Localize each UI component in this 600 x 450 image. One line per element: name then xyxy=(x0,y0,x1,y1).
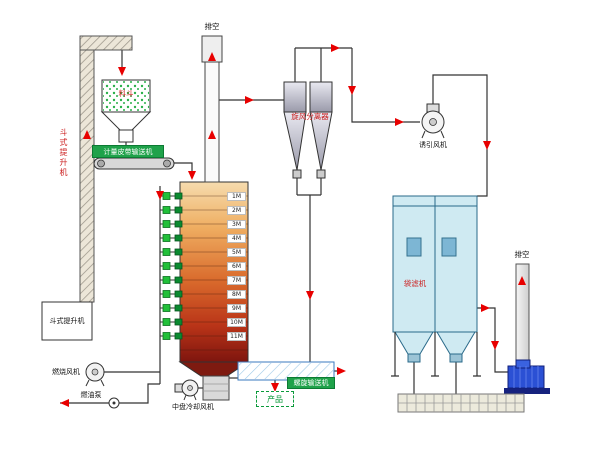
tower-level-label: 2M xyxy=(227,206,246,215)
vent-stack-top xyxy=(201,35,223,63)
arrow-down-to-exhaust-fan xyxy=(491,341,499,350)
cyclone-valve-left xyxy=(292,169,302,179)
arrow-to-id-fan xyxy=(395,118,404,126)
combustion-fan-group xyxy=(85,362,105,387)
tower-level-label: 3M xyxy=(227,220,246,229)
bucket-elevator-side-label: 斗式提升机 xyxy=(59,128,68,178)
cyclone-separator-label: 旋风分离器 xyxy=(291,112,329,121)
arrow-duct-up xyxy=(208,130,216,139)
fuel-line-group xyxy=(108,397,120,409)
induced-draft-fan-group xyxy=(421,103,445,139)
arrow-down-to-fan-line xyxy=(348,86,356,95)
bag-filter-door-right xyxy=(441,237,457,257)
bucket-elevator-column xyxy=(79,35,95,303)
flow-arrows-group xyxy=(60,44,526,407)
bag-filter-group xyxy=(391,195,481,377)
bag-filter-label: 袋滤机 xyxy=(403,279,427,288)
burner-valves xyxy=(162,192,171,340)
arrow-conveyor-out xyxy=(337,367,346,375)
chimney-group xyxy=(201,35,223,183)
product-box: 产品 xyxy=(256,391,294,407)
burner-nozzles xyxy=(174,192,183,340)
bucket-elevator-boot-box xyxy=(41,301,93,341)
tower-level-label: 4M xyxy=(227,234,246,243)
fuel-oil-pump-label: 燃油泵 xyxy=(80,391,102,399)
vent-top-label: 排空 xyxy=(204,22,220,31)
cooling-fan-group xyxy=(174,379,199,401)
drying-tower-group xyxy=(178,181,250,377)
tower-level-label: 6M xyxy=(227,262,246,271)
bag-filter-valve-left xyxy=(407,353,421,363)
tower-level-label: 1M xyxy=(227,192,246,201)
weighing-belt-conveyor-label: 计量皮带输送机 xyxy=(92,145,164,158)
exhaust-duct xyxy=(204,61,220,183)
bag-filter-legs xyxy=(391,332,481,377)
hopper-group xyxy=(100,79,152,143)
bucket-elevator-top-duct xyxy=(79,35,133,51)
arrow-vent-top xyxy=(208,52,216,61)
arrow-cyclone-dust xyxy=(306,291,314,300)
tower-level-label: 10M xyxy=(227,318,246,327)
tower-level-label: 11M xyxy=(227,332,246,341)
exhaust-fan-group xyxy=(504,359,550,394)
discharge-machine-group xyxy=(202,375,230,401)
arrow-feed-tower xyxy=(188,171,196,180)
arrow-top-line xyxy=(331,44,340,52)
combustion-fan-label: 燃烧风机 xyxy=(52,368,80,376)
bucket-elevator-group xyxy=(41,35,133,341)
cooling-fan-label: 中盘冷却风机 xyxy=(172,403,214,411)
hopper-label: 料斗 xyxy=(118,89,134,98)
arrow-to-bag-filter xyxy=(483,141,491,150)
belt-conveyor-group xyxy=(93,157,175,170)
screw-conveyor-label: 螺旋输送机 xyxy=(287,377,335,389)
arrow-to-cyclone xyxy=(245,96,254,104)
arrow-elevator-up xyxy=(83,130,91,139)
arrow-fuel-line xyxy=(60,399,69,407)
bag-filter-valve-right xyxy=(449,353,463,363)
ash-grating-group xyxy=(397,393,525,413)
tower-level-label: 9M xyxy=(227,304,246,313)
arrow-vent-right xyxy=(518,276,526,285)
arrow-burner-column xyxy=(156,191,164,200)
burner-column-group xyxy=(160,192,183,340)
cyclone-valve-right xyxy=(316,169,326,179)
exhaust-fan-base xyxy=(504,388,550,394)
induced-draft-fan-label: 诱引风机 xyxy=(419,141,447,149)
cyclone-group xyxy=(283,81,333,179)
tower-level-label: 8M xyxy=(227,290,246,299)
tower-level-label: 5M xyxy=(227,248,246,257)
tower-level-label: 7M xyxy=(227,276,246,285)
arrow-filter-to-fan xyxy=(481,304,490,312)
cooler-conveyor-group xyxy=(237,361,335,381)
vent-right-label: 排空 xyxy=(514,250,530,259)
bag-filter-door-left xyxy=(406,237,422,257)
bucket-elevator-boot-label: 斗式提升机 xyxy=(49,317,85,325)
arrow-into-hopper xyxy=(118,67,126,76)
arrow-to-product xyxy=(271,383,279,392)
